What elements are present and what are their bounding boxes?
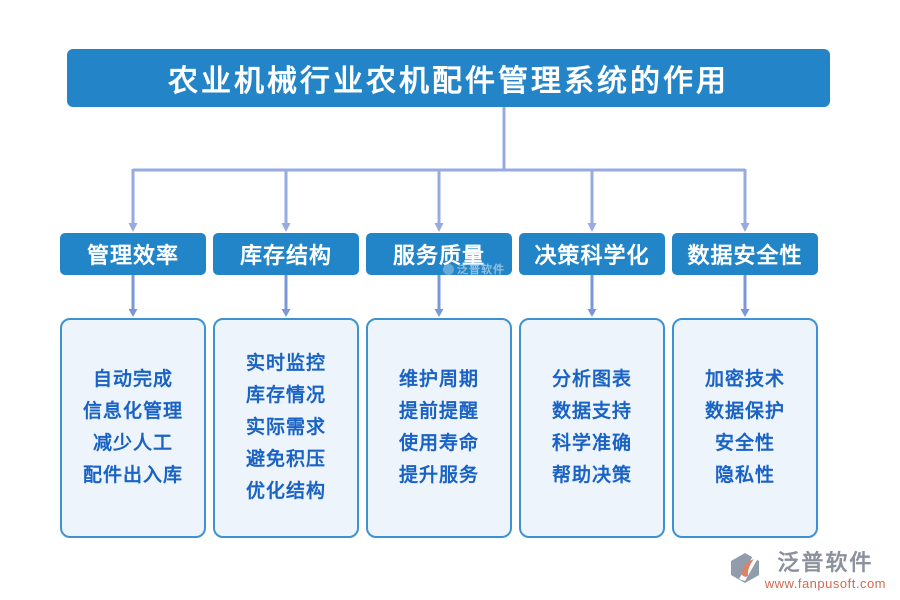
detail-line: 自动完成	[92, 369, 173, 390]
detail-line: 数据保护	[704, 401, 785, 422]
footer-brand: 泛普软件 www.fanpusoft.com	[729, 552, 886, 590]
detail-line: 库存情况	[245, 385, 326, 406]
detail-line: 安全性	[714, 433, 775, 454]
detail-line: 加密技术	[704, 369, 785, 390]
detail-line: 信息化管理	[82, 401, 183, 422]
detail-line: 配件出入库	[82, 465, 183, 486]
category-box-data-security: 数据安全性	[672, 233, 818, 275]
detail-line: 提前提醒	[398, 401, 479, 422]
category-box-service-quality: 服务质量	[366, 233, 512, 275]
detail-line: 实际需求	[245, 417, 326, 438]
footer-brand-name: 泛普软件	[777, 550, 874, 575]
category-box-scientific-decision: 决策科学化	[519, 233, 665, 275]
detail-line: 维护周期	[398, 369, 479, 390]
detail-box-service-quality: 维护周期 提前提醒 使用寿命 提升服务	[366, 318, 512, 538]
diagram-title: 农业机械行业农机配件管理系统的作用	[67, 49, 830, 107]
detail-line: 科学准确	[551, 433, 632, 454]
detail-box-management-efficiency: 自动完成 信息化管理 减少人工 配件出入库	[60, 318, 206, 538]
detail-line: 分析图表	[551, 369, 632, 390]
footer-text-block: 泛普软件 www.fanpusoft.com	[764, 550, 886, 591]
detail-line: 避免积压	[245, 449, 326, 470]
detail-box-inventory-structure: 实时监控 库存情况 实际需求 避免积压 优化结构	[213, 318, 359, 538]
detail-line: 优化结构	[245, 481, 326, 502]
detail-line: 帮助决策	[551, 465, 632, 486]
detail-line: 使用寿命	[398, 433, 479, 454]
detail-line: 数据支持	[551, 401, 632, 422]
detail-line: 隐私性	[714, 465, 775, 486]
detail-box-data-security: 加密技术 数据保护 安全性 隐私性	[672, 318, 818, 538]
detail-line: 实时监控	[245, 353, 326, 374]
footer-url: www.fanpusoft.com	[764, 576, 886, 591]
detail-box-scientific-decision: 分析图表 数据支持 科学准确 帮助决策	[519, 318, 665, 538]
fanpu-logo-icon	[730, 553, 759, 583]
detail-line: 减少人工	[92, 433, 173, 454]
category-box-inventory-structure: 库存结构	[213, 233, 359, 275]
category-box-management-efficiency: 管理效率	[60, 233, 206, 275]
detail-line: 提升服务	[398, 465, 479, 486]
